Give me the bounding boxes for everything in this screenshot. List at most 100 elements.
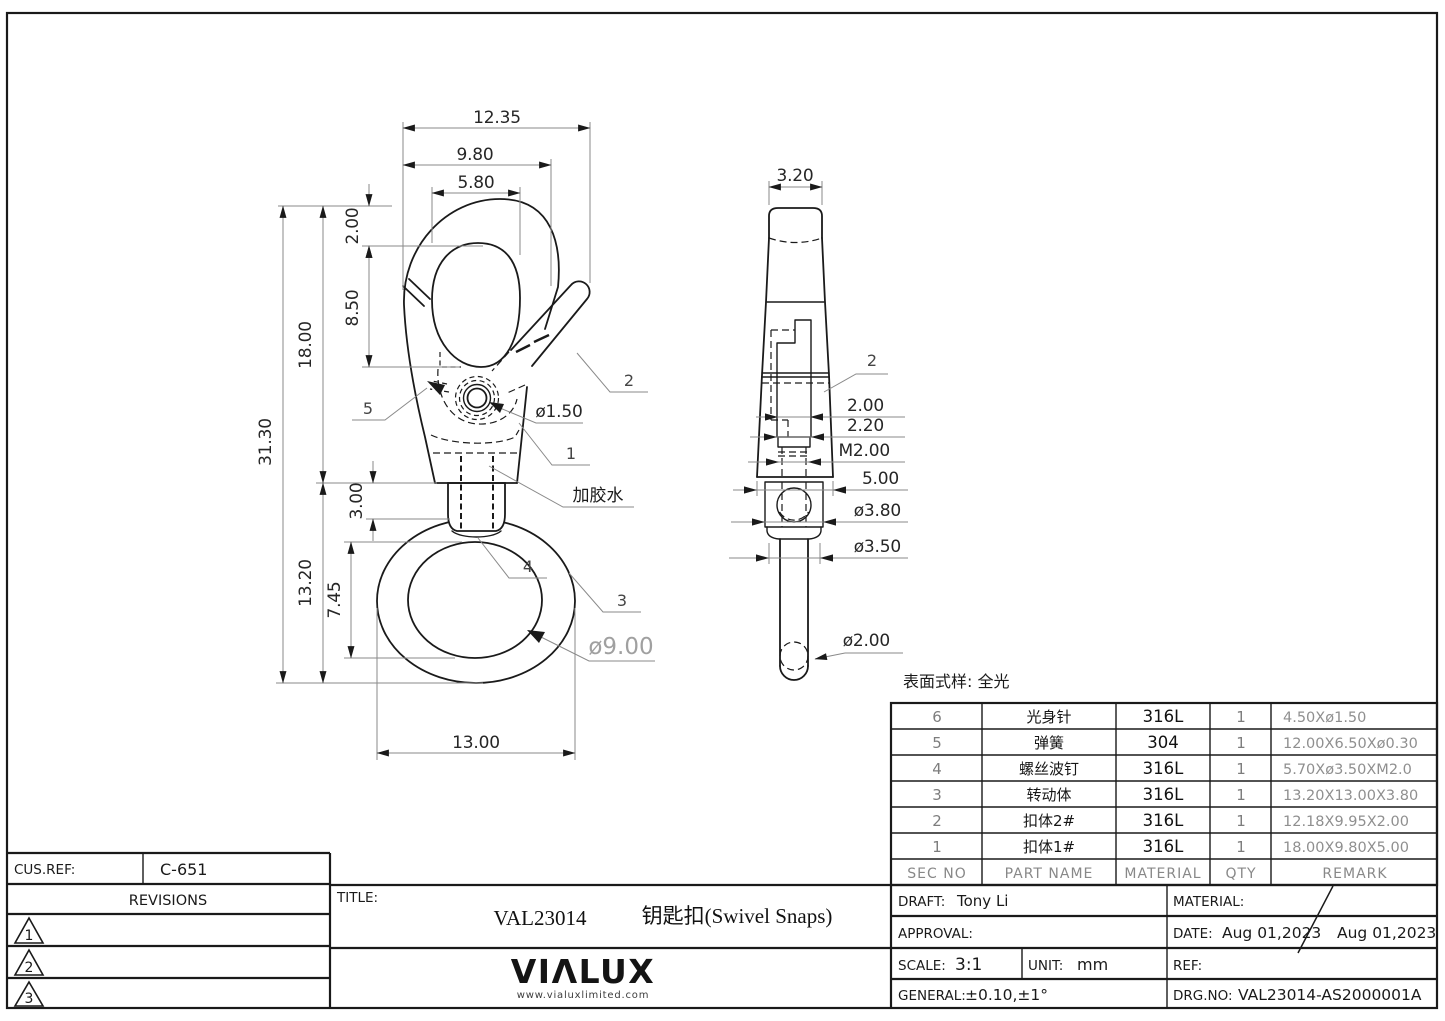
- cell-secno: 6: [932, 708, 942, 726]
- cell-material: 316L: [1143, 785, 1184, 804]
- pivot-hole: [466, 387, 488, 409]
- revision-mark-1: 1: [13, 916, 45, 944]
- revision-triangle-icon: [13, 980, 45, 1007]
- hook-nose-lines: [402, 278, 431, 307]
- ring-dia-arrow: [527, 630, 545, 643]
- dim-boss-height: 3.00: [347, 482, 367, 519]
- cell-remark: 12.00X6.50Xø0.30: [1283, 736, 1418, 752]
- body-outline: [403, 198, 560, 484]
- cell-qty: 1: [1236, 812, 1246, 830]
- parts-table: 表面式样: 全光 6 光身针 316L 1 4.50Xø1.50 5 弹簧 30…: [889, 672, 1439, 887]
- revisions-label: REVISIONS: [129, 893, 207, 909]
- revision-number: 2: [25, 960, 34, 976]
- date-label: DATE:: [1173, 926, 1213, 942]
- revision-number: 1: [25, 928, 34, 944]
- cell-partname: 转动体: [1026, 786, 1071, 804]
- callout-body: 1: [566, 444, 576, 463]
- gate-hidden: [491, 351, 526, 395]
- dim-pivot-hole-dia: ø1.50: [535, 402, 582, 422]
- cell-material: 316L: [1143, 759, 1184, 778]
- scale-label: SCALE:: [898, 958, 946, 974]
- dim-boss-dia: ø3.80: [854, 501, 901, 521]
- dim-cap-dia: ø3.50: [854, 537, 901, 557]
- side-pin-hidden-circle: [779, 641, 809, 671]
- header-qty: QTY: [1225, 866, 1256, 882]
- revision-triangle-icon: [13, 948, 45, 976]
- cell-material: 316L: [1143, 837, 1184, 856]
- boss-cap-arc: [451, 530, 502, 538]
- dim-side-top-width: 3.20: [776, 166, 813, 186]
- front-leader-lines: [352, 352, 655, 662]
- cell-secno: 3: [932, 786, 942, 804]
- approval-label: APPROVAL:: [898, 926, 973, 942]
- dim-top-thickness: 2.00: [343, 207, 363, 244]
- body-bore-hidden: [430, 429, 520, 444]
- dim-fork-width: 5.00: [862, 469, 899, 489]
- dim-thread: M2.00: [838, 441, 890, 461]
- drg-no-value: VAL23014-AS2000001A: [1238, 986, 1422, 1004]
- date-separator-slash: [1297, 885, 1334, 954]
- side-cross-hole-hidden: [778, 511, 810, 521]
- cell-secno: 1: [932, 838, 942, 856]
- unit-value: mm: [1077, 955, 1108, 974]
- side-feature-line-2: [761, 372, 830, 378]
- title-label: TITLE:: [336, 890, 378, 906]
- date-value-1: Aug 01,2023: [1222, 924, 1321, 942]
- side-cap-outline: [768, 207, 823, 239]
- dim-pin-dia: ø2.00: [843, 631, 890, 651]
- revision-mark-2: 2: [13, 948, 45, 976]
- cell-qty: 1: [1236, 734, 1246, 752]
- dim-opening-width: 5.80: [457, 173, 494, 193]
- draft-label: DRAFT:: [898, 894, 945, 910]
- draft-value: Tony Li: [956, 892, 1008, 910]
- cell-partname: 扣体2#: [1023, 812, 1075, 830]
- front-view: [376, 198, 591, 684]
- title-name: 钥匙扣(Swivel Snaps): [642, 904, 833, 928]
- front-dimension-lines: [279, 124, 591, 757]
- cell-secno: 4: [932, 760, 942, 778]
- dim-body-height: 18.00: [296, 321, 316, 369]
- dim-ring-height: 13.20: [296, 559, 316, 607]
- header-secno: SEC NO: [907, 866, 966, 882]
- revision-mark-3: 3: [13, 980, 45, 1007]
- ring-inner-outline: [407, 541, 543, 659]
- side-right-outline: [821, 237, 834, 478]
- side-cap-hidden-arc: [768, 237, 823, 244]
- header-remark: REMARK: [1322, 866, 1387, 882]
- cell-remark: 4.50Xø1.50: [1283, 710, 1366, 726]
- pivot-dia-arrow: [489, 402, 504, 413]
- cell-qty: 1: [1236, 708, 1246, 726]
- side-dim-arrows: [744, 413, 846, 562]
- boss-outline: [447, 482, 506, 532]
- cell-qty: 1: [1236, 786, 1246, 804]
- title-code: VAL23014: [494, 906, 587, 930]
- body-outline-right: [516, 386, 528, 484]
- general-value: ±0.10,±1°: [965, 986, 1048, 1004]
- parts-table-rows: 6 光身针 316L 1 4.50Xø1.50 5 弹簧 304 1 12.00…: [932, 707, 1418, 856]
- parts-table-header: SEC NO PART NAME MATERIAL QTY REMARK: [907, 866, 1387, 882]
- callout-spring: 5: [363, 399, 373, 418]
- cus-ref-value: C-651: [160, 860, 207, 879]
- unit-label: UNIT:: [1028, 958, 1063, 974]
- gate-crossing-dashes: [515, 333, 550, 354]
- date-value-2: Aug 01,2023: [1337, 924, 1436, 942]
- spring-coil-hidden-1: [458, 379, 496, 417]
- revision-triangle-icon: [13, 916, 45, 944]
- spring-coil-hidden-2: [454, 375, 500, 421]
- cell-partname: 弹簧: [1034, 734, 1064, 752]
- dim-opening-height: 8.50: [343, 289, 363, 326]
- surface-note: 表面式样: 全光: [903, 672, 1009, 691]
- cell-secno: 2: [932, 812, 942, 830]
- title-block-lines: [7, 851, 1437, 1008]
- cell-partname: 光身针: [1026, 708, 1071, 726]
- side-extension-lines: [756, 181, 834, 564]
- header-partname: PART NAME: [1005, 866, 1094, 882]
- scale-value: 3:1: [955, 955, 982, 975]
- dim-slot-depth: 2.20: [847, 416, 884, 436]
- dim-ring-inner-dia: ø9.00: [588, 634, 653, 660]
- side-cap2-outline: [766, 526, 822, 540]
- revisions-block: CUS.REF: C-651 REVISIONS 1 2 3: [13, 860, 207, 1007]
- cell-material: 316L: [1143, 811, 1184, 830]
